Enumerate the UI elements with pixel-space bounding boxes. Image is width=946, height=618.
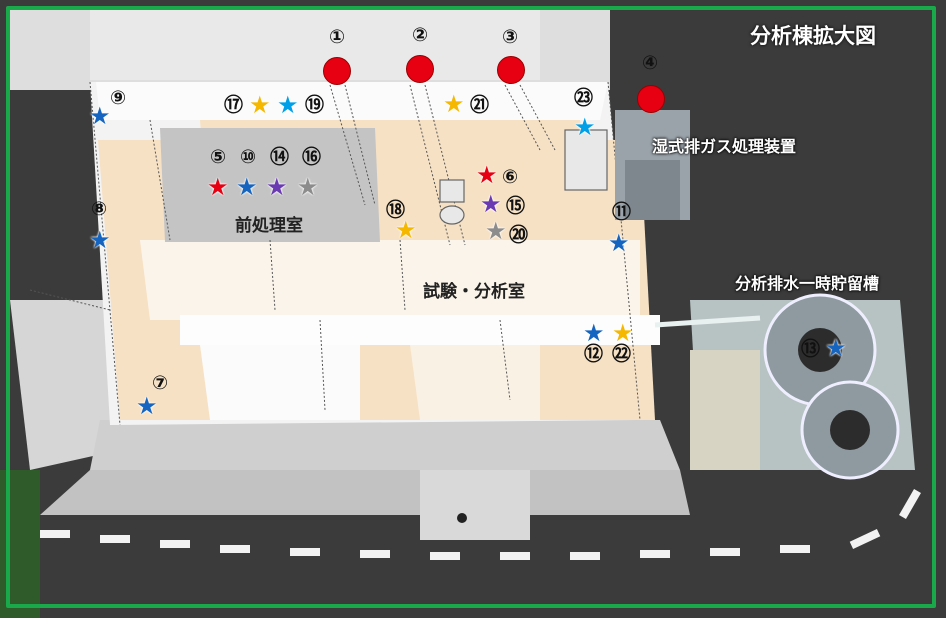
star-marker-19: ★ (277, 91, 299, 119)
exhaust-marker-1 (323, 57, 351, 85)
point-label-20: ⑳ (509, 224, 529, 246)
star-marker-8: ★ (89, 226, 111, 254)
point-label-12: ⑫ (584, 343, 604, 365)
exhaust-marker-4 (637, 85, 665, 113)
point-label-2: ② (412, 24, 429, 46)
star-marker-12: ★ (583, 319, 605, 347)
point-label-7: ⑦ (152, 372, 169, 394)
star-marker-13: ★ (825, 334, 847, 362)
star-marker-16: ★ (297, 173, 319, 201)
point-label-8: ⑧ (91, 198, 108, 220)
star-marker-17: ★ (249, 91, 271, 119)
exhaust-marker-2 (406, 55, 434, 83)
point-label-16: ⑯ (302, 146, 322, 168)
star-marker-18: ★ (395, 216, 417, 244)
point-label-5: ⑤ (210, 146, 227, 168)
point-label-10: ⑩ (240, 146, 257, 168)
point-label-4: ④ (642, 52, 659, 74)
map-title: 分析棟拡大図 (750, 24, 876, 48)
point-label-22: ㉒ (612, 343, 632, 365)
star-marker-9: ★ (89, 102, 111, 130)
room-label-pretreatment: 前処理室 (235, 216, 303, 236)
point-label-9: ⑨ (110, 87, 127, 109)
star-marker-21: ★ (443, 90, 465, 118)
point-label-3: ③ (502, 26, 519, 48)
star-marker-5: ★ (207, 173, 229, 201)
label-wastewater-tank: 分析排水一時貯留槽 (735, 274, 880, 293)
point-label-23: ㉓ (574, 87, 594, 109)
point-label-14: ⑭ (270, 146, 290, 168)
point-label-18: ⑱ (386, 199, 406, 221)
point-label-21: ㉑ (470, 94, 490, 116)
star-marker-20: ★ (485, 217, 507, 245)
label-scrubber: 湿式排ガス処理装置 (652, 137, 797, 156)
star-marker-7: ★ (136, 392, 158, 420)
point-label-1: ① (329, 26, 346, 48)
point-label-6: ⑥ (502, 166, 519, 188)
star-marker-11: ★ (608, 229, 630, 257)
star-marker-22: ★ (612, 319, 634, 347)
point-label-15: ⑮ (506, 195, 526, 217)
room-label-test-analysis: 試験・分析室 (423, 282, 525, 302)
star-marker-6: ★ (476, 161, 498, 189)
point-label-17: ⑰ (224, 94, 244, 116)
star-marker-23: ★ (574, 113, 596, 141)
star-marker-14: ★ (266, 173, 288, 201)
exhaust-marker-3 (497, 56, 525, 84)
point-label-13: ⑬ (801, 338, 821, 360)
star-marker-10: ★ (236, 173, 258, 201)
star-marker-15: ★ (480, 190, 502, 218)
point-label-19: ⑲ (305, 94, 325, 116)
point-label-11: ⑪ (612, 201, 632, 223)
